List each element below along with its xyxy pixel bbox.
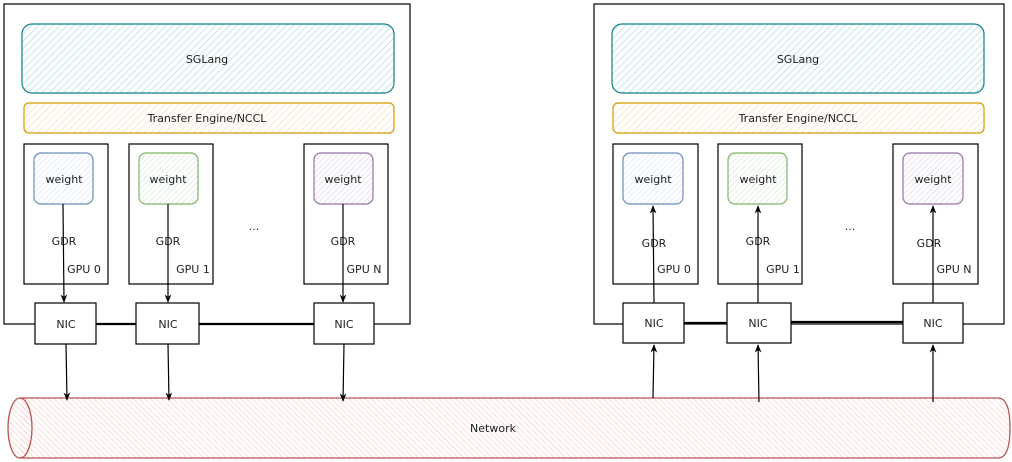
network-label: Network xyxy=(470,422,517,435)
gpu-card: weight GDR GPU N xyxy=(892,143,979,285)
weight-label: weight xyxy=(634,173,672,186)
weight-box xyxy=(622,152,684,205)
network-arrow xyxy=(339,343,347,402)
nic-label: NIC xyxy=(748,317,767,330)
gdr-label: GDR xyxy=(917,237,942,250)
gpu-card: weight GDR GPU 1 xyxy=(717,143,803,285)
nic-label: NIC xyxy=(334,318,353,331)
ellipsis: ... xyxy=(249,220,260,233)
transfer-engine-label: Transfer Engine/NCCL xyxy=(738,112,859,125)
sglang-box xyxy=(611,23,985,94)
gpu-label: GPU 0 xyxy=(67,263,101,276)
gdr-arrow xyxy=(60,203,68,303)
weight-label: weight xyxy=(149,173,187,186)
gpu-label: GPU 1 xyxy=(176,263,210,276)
nic-label: NIC xyxy=(644,317,663,330)
gdr-arrow xyxy=(649,205,657,304)
gdr-label: GDR xyxy=(642,237,667,250)
nic-label: NIC xyxy=(56,318,75,331)
node-receiver: SGLang Transfer Engine/NCCL weight GDR G… xyxy=(593,3,1005,403)
weight-label: weight xyxy=(324,173,362,186)
network-arrow xyxy=(754,344,762,403)
gpu-label: GPU N xyxy=(937,263,972,276)
gdr-label: GDR xyxy=(52,235,77,248)
weight-label: weight xyxy=(914,173,952,186)
nic: NIC xyxy=(622,302,685,344)
nic-label: NIC xyxy=(158,318,177,331)
nic: NIC xyxy=(902,302,964,344)
gpu-label: GPU 1 xyxy=(766,263,800,276)
gpu-card: weight GDR GPU N xyxy=(303,143,389,285)
weight-box xyxy=(727,152,788,205)
transfer-engine-label: Transfer Engine/NCCL xyxy=(147,112,268,125)
transfer-engine-box xyxy=(612,102,985,134)
nic: NIC xyxy=(726,302,792,344)
network-arrow xyxy=(650,344,658,399)
weight-label: weight xyxy=(739,173,777,186)
gpu-label: GPU 0 xyxy=(657,263,691,276)
sglang-box xyxy=(21,23,395,94)
transfer-engine-box xyxy=(23,102,395,134)
network-cylinder: Network xyxy=(7,397,1011,459)
nic-label: NIC xyxy=(923,317,942,330)
weight-box xyxy=(902,152,964,205)
sglang-label: SGLang xyxy=(777,53,819,66)
ellipsis: ... xyxy=(845,220,856,233)
weight-label: weight xyxy=(45,173,83,186)
gpu-card: weight GDR GPU 0 xyxy=(23,143,109,285)
network-arrow xyxy=(165,343,173,401)
sglang-label: SGLang xyxy=(186,53,228,66)
nic: NIC xyxy=(313,302,375,345)
gpu-card: weight GDR GPU 1 xyxy=(128,143,214,285)
nic: NIC xyxy=(135,302,200,345)
gpu-label: GPU N xyxy=(347,263,382,276)
gpu-card: weight GDR GPU 0 xyxy=(612,143,699,285)
nic: NIC xyxy=(34,302,97,345)
node-sender: SGLang Transfer Engine/NCCL weight GDR G… xyxy=(3,3,411,402)
network-arrow xyxy=(63,343,71,401)
